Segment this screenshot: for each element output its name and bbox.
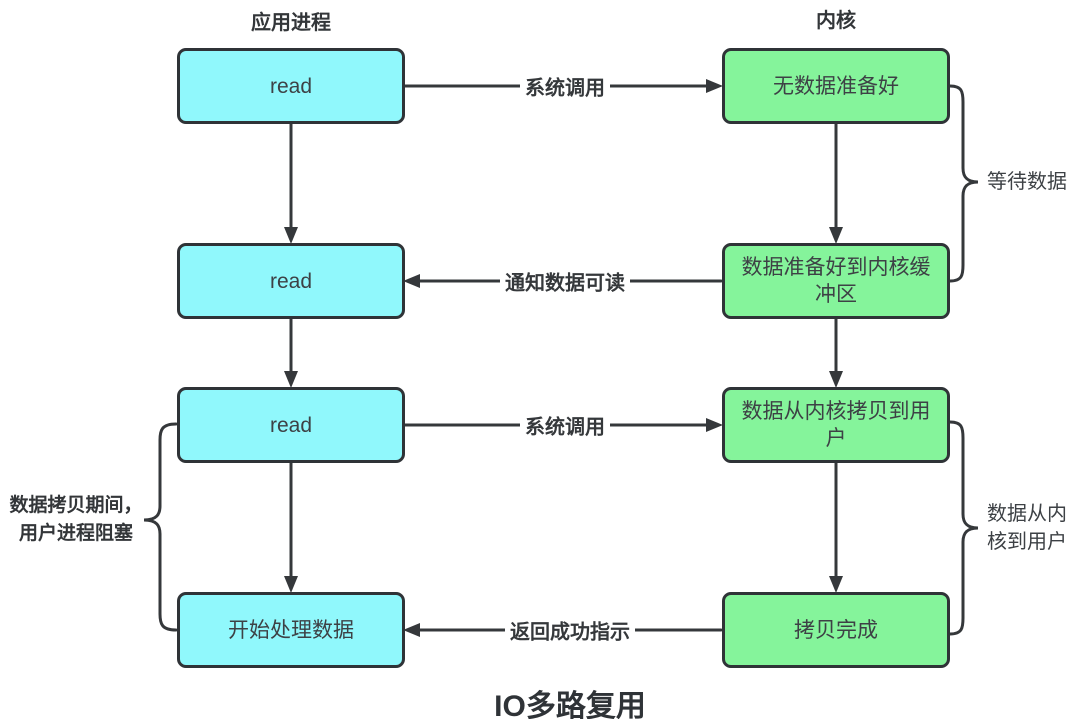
brace-label-kernel-to-user: 数据从内核到用户 bbox=[987, 503, 1067, 553]
arrowhead-return bbox=[403, 623, 420, 637]
brace-label-process-blocked-line2: 用户进程阻塞 bbox=[18, 523, 133, 544]
brace-label-process-blocked: 数据拷贝期间， 用户进程阻塞 bbox=[0, 492, 152, 548]
brace-kernel-to-user bbox=[948, 420, 979, 636]
brace-process-blocked bbox=[143, 422, 178, 632]
arrowhead-left-3-4 bbox=[284, 576, 298, 593]
arrow-label-return-success: 返回成功指示 bbox=[505, 615, 635, 645]
kernel-box-no-data: 无数据准备好 bbox=[722, 48, 950, 124]
kernel-box-data-ready: 数据准备好到内核缓冲区 bbox=[722, 243, 950, 319]
diagram-title: IO多路复用 bbox=[494, 690, 646, 719]
arrow-label-syscall-2: 系统调用 bbox=[520, 410, 610, 440]
right-column-header: 内核 bbox=[816, 10, 856, 32]
arrowhead-notify bbox=[403, 274, 420, 288]
brace-wait-data bbox=[948, 84, 979, 283]
arrow-label-notify-readable: 通知数据可读 bbox=[500, 266, 630, 296]
process-box-read-1: read bbox=[177, 48, 405, 124]
kernel-box-copy-to-user: 数据从内核拷贝到用户 bbox=[722, 387, 950, 463]
arrowhead-syscall-2 bbox=[706, 418, 723, 432]
arrowhead-left-2-3 bbox=[284, 371, 298, 388]
arrowhead-left-1-2 bbox=[284, 227, 298, 244]
arrowhead-syscall-1 bbox=[706, 79, 723, 93]
left-column-header: 应用进程 bbox=[251, 12, 331, 34]
arrowhead-right-2-3 bbox=[829, 371, 843, 388]
process-box-read-2: read bbox=[177, 243, 405, 319]
brace-label-wait-data: 等待数据 bbox=[987, 171, 1067, 193]
process-box-handle-data: 开始处理数据 bbox=[177, 592, 405, 668]
brace-label-process-blocked-line1: 数据拷贝期间， bbox=[9, 495, 143, 516]
arrowhead-right-1-2 bbox=[829, 227, 843, 244]
arrow-label-syscall-1: 系统调用 bbox=[520, 71, 610, 101]
kernel-box-copy-done: 拷贝完成 bbox=[722, 592, 950, 668]
process-box-read-3: read bbox=[177, 387, 405, 463]
arrowhead-right-3-4 bbox=[829, 576, 843, 593]
